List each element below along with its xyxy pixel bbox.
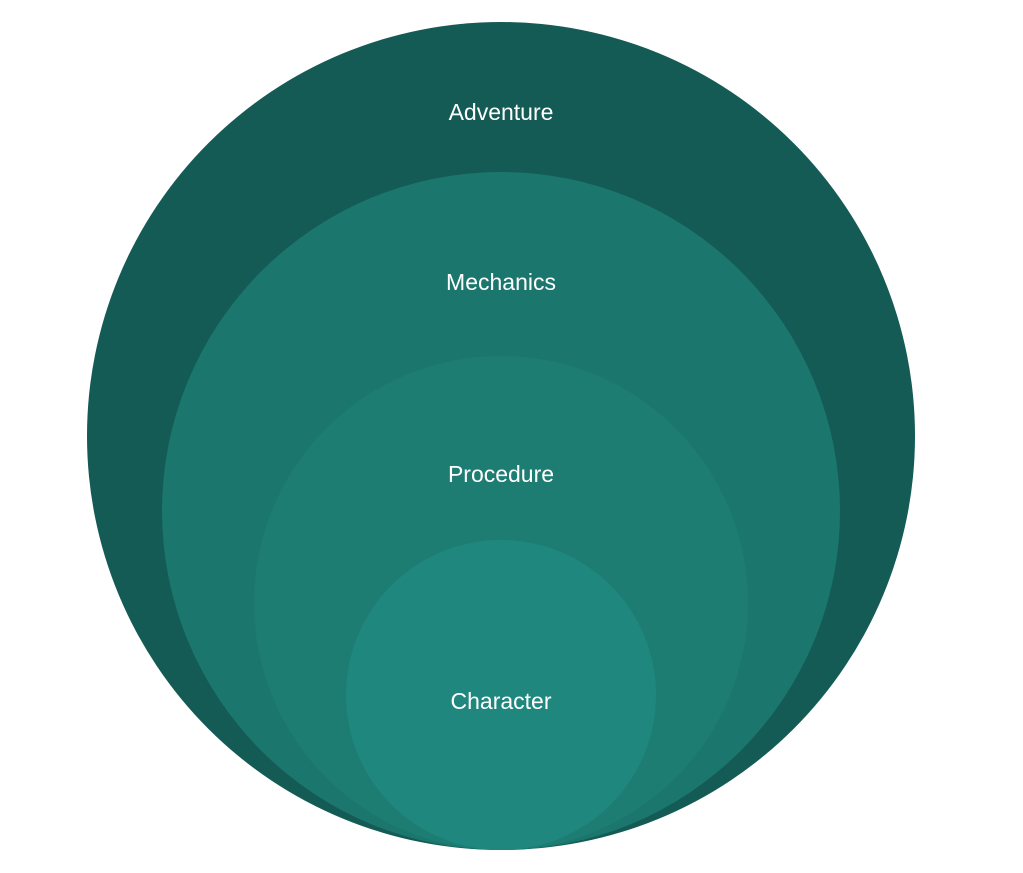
circle-character bbox=[346, 540, 656, 850]
label-character: Character bbox=[451, 688, 552, 714]
label-mechanics: Mechanics bbox=[446, 269, 556, 295]
label-adventure: Adventure bbox=[449, 99, 554, 125]
label-procedure: Procedure bbox=[448, 461, 554, 487]
